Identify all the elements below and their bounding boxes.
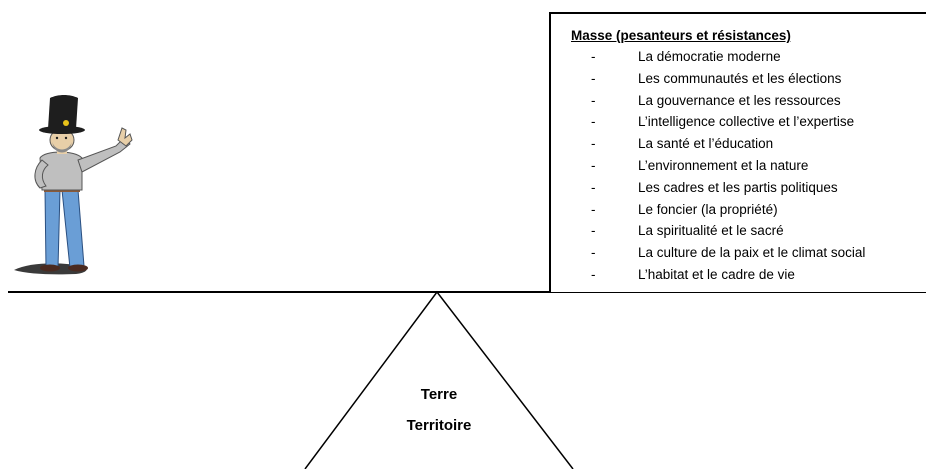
mass-list-item-text: Les communautés et les élections [638,70,842,86]
bullet-dash: - [591,114,596,130]
bullet-dash: - [591,201,596,217]
mass-list-item-text: L’environnement et la nature [638,157,809,173]
mass-panel: Masse (pesanteurs et résistances) - La dé… [549,12,926,292]
mass-list-item-text: L’intelligence collective et l’expertise [638,114,855,130]
figure-top-hat [48,95,78,129]
figure-hat-badge [63,120,69,126]
figure-right-leg [61,189,85,269]
mass-list-item-text: La spiritualité et le sacré [638,223,784,239]
bullet-dash: - [591,70,596,86]
mass-list-item-text: Les cadres et les partis politiques [638,179,838,195]
bullet-dash: - [591,245,596,261]
figure-hand [117,127,133,147]
mass-list-item-text: La santé et l’éducation [638,136,774,152]
bullet-dash: - [591,223,596,239]
fulcrum-label-terre: Terre [420,386,458,403]
mass-list-item-text: La démocratie moderne [638,49,781,64]
mass-list-item-text: Le foncier (la propriété) [638,201,778,217]
fulcrum-label-territoire: Territoire [406,417,472,434]
person-figure-icon [14,95,133,275]
bullet-dash: - [591,136,596,152]
bullet-dash: - [591,179,596,195]
bullet-dash: - [591,266,596,282]
figure-left-leg [44,189,61,269]
bullet-dash: - [591,92,596,108]
figure-shirt [39,151,83,191]
figure-left-shoe [40,264,60,272]
figure-beard [52,142,72,153]
mass-list-item-text: La gouvernance et les ressources [638,92,841,108]
fulcrum-triangle [304,290,574,469]
figure-right-eye [64,136,68,140]
mass-list-item-text: La culture de la paix et le climat socia… [638,245,866,261]
mass-list-item-text: L’habitat et le cadre de vie [638,266,795,282]
figure-left-arm [34,159,49,189]
bullet-dash: - [591,157,596,173]
bullet-dash: - [591,49,596,64]
figure-right-arm [77,137,131,173]
figure-left-eye [55,136,59,140]
figure-right-shoe [68,264,88,272]
mass-panel-title: Masse (pesanteurs et résistances) [571,28,791,43]
